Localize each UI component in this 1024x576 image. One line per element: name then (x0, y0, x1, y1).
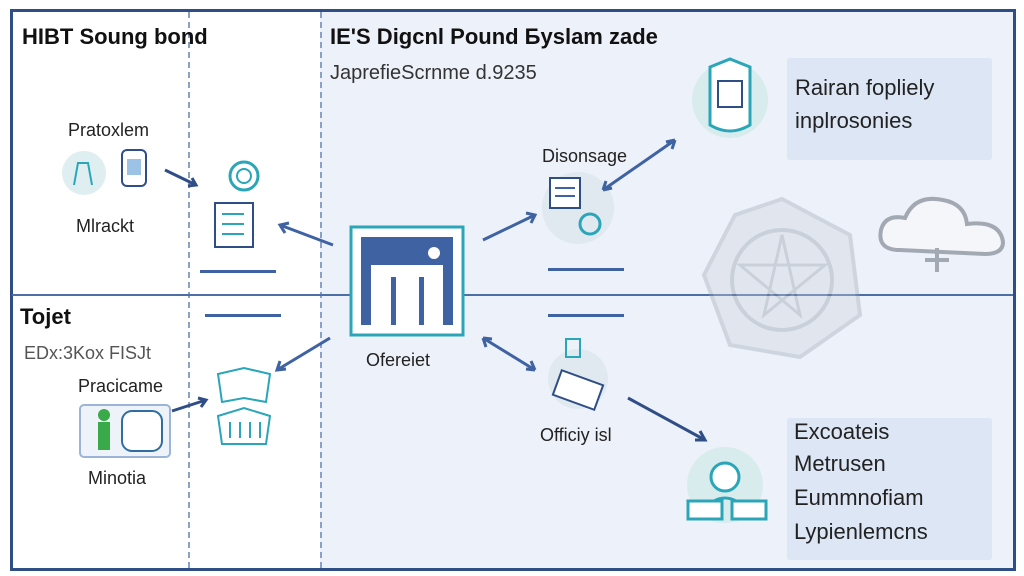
arrow-icon (277, 221, 334, 247)
officer-computer-icon (686, 447, 768, 523)
arrow-icon (164, 168, 199, 188)
info-line: Rairan fopliely (795, 75, 935, 100)
info-line: inplrosonies (795, 108, 913, 133)
info-line: Excoateis (794, 419, 890, 444)
bidirectional-arrow-icon (601, 138, 677, 192)
left-title: HIBT Soung bond (22, 24, 208, 49)
shield-document-icon (692, 57, 768, 138)
divider-bar (548, 314, 624, 317)
info-line: Metrusen (794, 451, 886, 476)
official-center-icon (349, 225, 465, 337)
info-line: Eummnofiam (794, 485, 924, 510)
center-label: Ofereiet (366, 350, 431, 370)
divider-bar (548, 268, 624, 271)
main-title: IE'S Digcnl Pound Бyslam zade (330, 24, 658, 49)
divider-bar (200, 270, 276, 273)
arrow-icon (482, 211, 538, 242)
node-label: Disonsage (542, 146, 628, 166)
info-box-bottom (787, 418, 992, 560)
emblem-watermark-icon (701, 196, 863, 360)
node-label: Officiy isl (540, 425, 612, 445)
divider (188, 12, 190, 568)
bidirectional-arrow-icon (481, 336, 537, 372)
documents-icon (548, 338, 608, 412)
info-box-top (787, 58, 992, 160)
node-label: Pratoxlem (68, 120, 150, 140)
info-line: Lypienlemcns (794, 519, 928, 544)
document-icon (214, 160, 260, 248)
node-label: Minotia (88, 468, 147, 488)
section-subtitle: EDx:3Kox FISJt (24, 343, 152, 363)
section-title: Tojet (20, 304, 71, 329)
divider-bar (205, 314, 281, 317)
arrow-icon (627, 396, 708, 442)
main-subtitle: JaprefieScrnme d.9235 (330, 62, 537, 84)
node-label: Pracicame (78, 376, 164, 396)
person-database-icon (79, 404, 171, 458)
arrow-icon (274, 336, 331, 372)
divider (320, 12, 322, 568)
person-device-icon (62, 149, 147, 195)
bank-icon (216, 366, 272, 445)
arrow-icon (171, 396, 209, 413)
divider (12, 294, 1013, 296)
document-gear-icon (542, 172, 614, 244)
node-label: Mlrackt (76, 216, 134, 236)
cloud-icon (878, 196, 1006, 272)
